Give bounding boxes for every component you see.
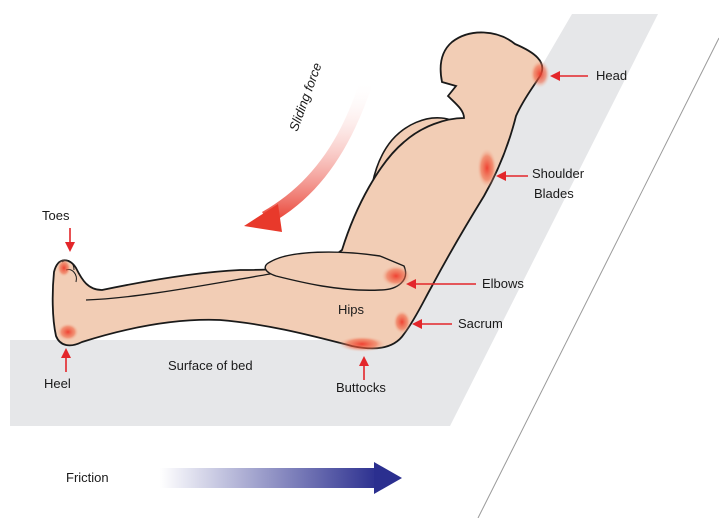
toes-arrow-tip <box>65 242 75 252</box>
friction-arrow-shaft <box>160 468 378 488</box>
label-blades: Blades <box>534 186 574 202</box>
label-surface-of-bed: Surface of bed <box>168 358 253 374</box>
label-shoulder: Shoulder <box>532 166 584 182</box>
label-buttocks: Buttocks <box>336 380 386 396</box>
label-heel: Heel <box>44 376 71 392</box>
friction-arrow-head <box>374 462 402 494</box>
pressure-point-head <box>530 60 550 88</box>
label-hips: Hips <box>338 302 364 318</box>
pressure-point-toes <box>57 259 71 277</box>
label-head: Head <box>596 68 627 84</box>
pressure-point-sacrum <box>393 310 411 334</box>
label-friction: Friction <box>66 470 109 486</box>
pressure-point-shoulder <box>477 148 497 188</box>
pressure-point-elbow <box>381 265 411 287</box>
sliding-force-arrow-shaft <box>262 80 372 224</box>
label-sacrum: Sacrum <box>458 316 503 332</box>
pressure-point-buttocks <box>338 336 386 352</box>
label-toes: Toes <box>42 208 69 224</box>
label-elbows: Elbows <box>482 276 524 292</box>
sliding-force-arrow-head <box>244 204 282 232</box>
pressure-point-heel <box>57 323 79 341</box>
